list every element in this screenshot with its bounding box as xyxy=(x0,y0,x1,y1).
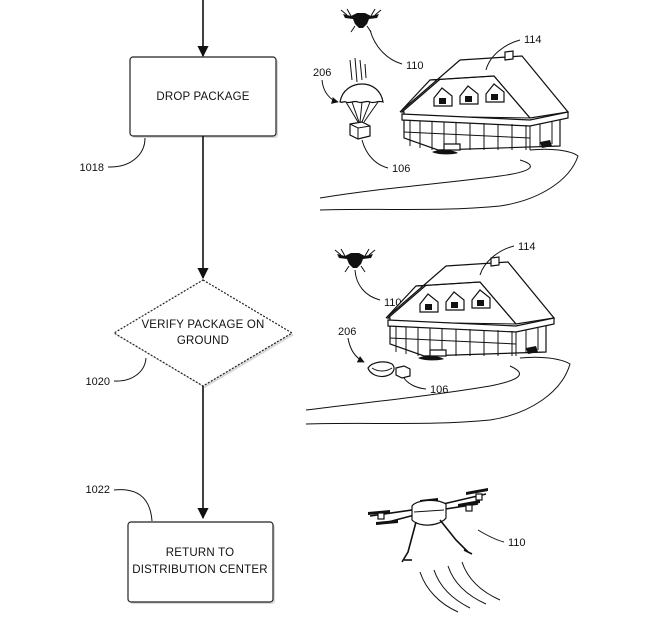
parachute-icon xyxy=(339,57,384,123)
ref-leader-110-a xyxy=(369,29,403,65)
return-scene: 110 xyxy=(368,488,526,613)
return-box xyxy=(127,521,274,603)
motion-lines xyxy=(419,561,501,613)
uav-icon xyxy=(368,488,488,563)
ref-106-a: 106 xyxy=(392,163,410,175)
return-label-line2: DISTRIBUTION CENTER xyxy=(132,564,267,576)
ref-leader-114-b xyxy=(479,245,515,276)
return-label-line1: RETURN TO xyxy=(166,547,234,559)
ref-206-a: 206 xyxy=(313,67,331,79)
house-icon xyxy=(399,50,570,155)
uav-icon xyxy=(334,248,376,273)
ground-scene: 110 206 106 xyxy=(305,241,571,425)
ref-206-b: 206 xyxy=(338,326,356,338)
ref-110-c: 110 xyxy=(508,537,526,549)
ref-leader-1020 xyxy=(113,357,147,382)
ref-leader-110-c xyxy=(477,529,505,543)
step-verify-package: VERIFY PACKAGE ON GROUND xyxy=(112,279,294,388)
ref-1022: 1022 xyxy=(86,484,110,496)
verify-label-line1: VERIFY PACKAGE ON xyxy=(141,319,264,331)
uav-icon xyxy=(340,8,382,33)
ground-path-a xyxy=(319,159,531,199)
ref-leader-206-b xyxy=(347,337,365,363)
ground-path-c xyxy=(305,365,520,411)
drop-scene: 110 206 106 xyxy=(313,8,579,211)
ref-1020: 1020 xyxy=(86,376,110,388)
house-icon xyxy=(385,256,556,361)
flowchart: DROP PACKAGE 1018 VERIFY PACKAGE ON GROU… xyxy=(80,0,294,604)
ref-leader-206-a xyxy=(321,79,339,104)
ref-114-a: 114 xyxy=(524,34,542,46)
ref-leader-114-a xyxy=(485,39,521,71)
ground-path-d xyxy=(305,356,571,425)
package-icon xyxy=(395,365,411,379)
step-return: RETURN TO DISTRIBUTION CENTER xyxy=(127,521,275,604)
collapsed-parachute-icon xyxy=(367,361,395,378)
step-drop-package: DROP PACKAGE xyxy=(129,56,278,138)
ground-path-b xyxy=(319,148,579,211)
ref-leader-1022 xyxy=(113,489,153,522)
ref-leader-1018 xyxy=(107,137,146,168)
ref-1018: 1018 xyxy=(80,162,104,174)
drop-package-label: DROP PACKAGE xyxy=(156,91,249,103)
ref-leader-106-a xyxy=(361,139,389,169)
verify-diamond xyxy=(112,279,294,387)
ref-leader-110-b xyxy=(354,269,381,301)
ref-110-a: 110 xyxy=(406,60,424,72)
verify-label-line2: GROUND xyxy=(177,335,229,347)
ref-leader-106-b xyxy=(403,377,427,390)
package-icon xyxy=(349,121,371,140)
ref-114-b: 114 xyxy=(518,241,536,253)
